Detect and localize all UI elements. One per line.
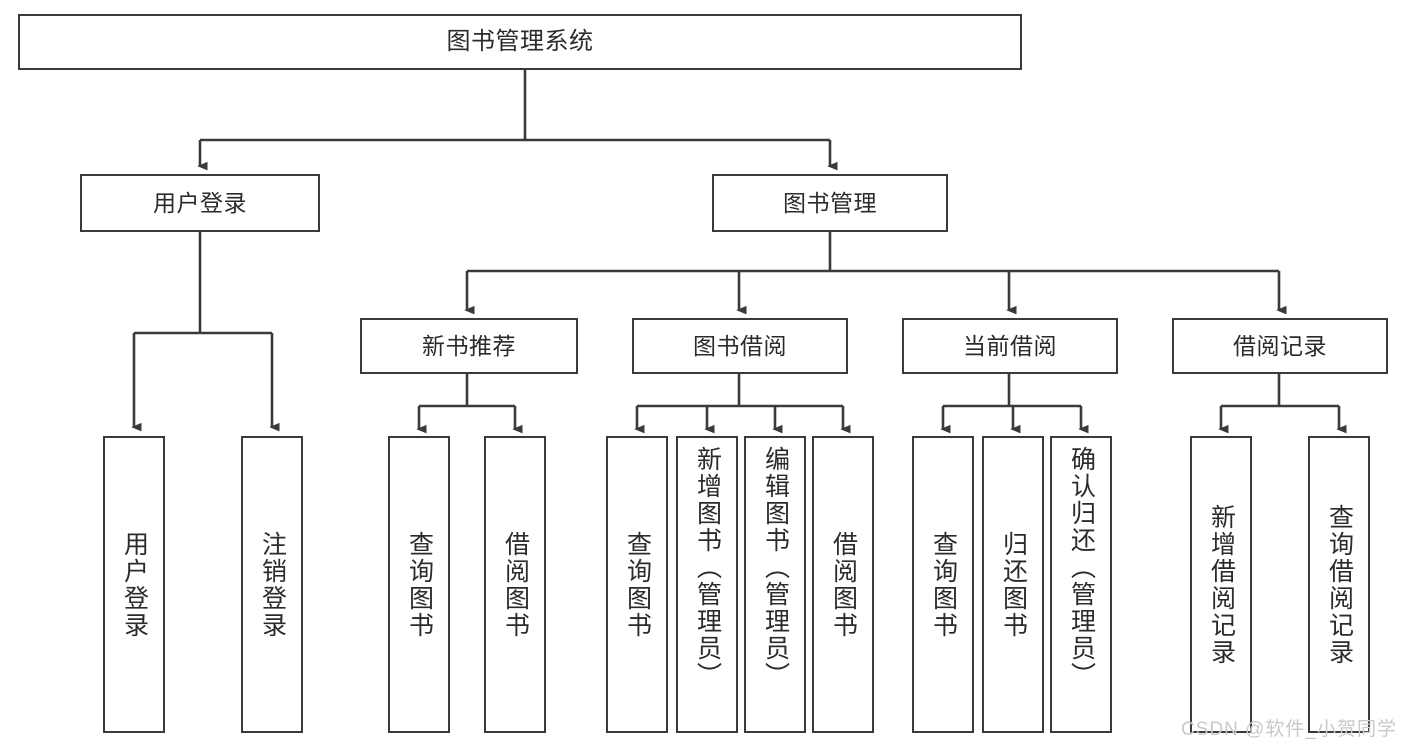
node-label-leaf-confirm-return-admin: 确认归还（管理员） — [1067, 446, 1096, 689]
node-user-login[interactable]: 用户登录 — [80, 174, 320, 232]
node-root-system[interactable]: 图书管理系统 — [18, 14, 1022, 70]
node-current-borrow[interactable]: 当前借阅 — [902, 318, 1118, 374]
node-label-book-borrow: 图书借阅 — [693, 332, 787, 359]
node-label-leaf-query-borrow-record: 查询借阅记录 — [1325, 503, 1354, 666]
node-label-leaf-query-book-newbook: 查询图书 — [405, 530, 434, 639]
node-leaf-confirm-return-admin[interactable]: 确认归还（管理员） — [1050, 436, 1112, 733]
node-leaf-query-book-newbook[interactable]: 查询图书 — [388, 436, 450, 733]
node-leaf-query-book-current[interactable]: 查询图书 — [912, 436, 974, 733]
node-label-leaf-add-borrow-record: 新增借阅记录 — [1207, 503, 1236, 666]
node-leaf-edit-book-admin[interactable]: 编辑图书（管理员） — [744, 436, 806, 733]
node-leaf-add-borrow-record[interactable]: 新增借阅记录 — [1190, 436, 1252, 733]
node-label-leaf-return-book: 归还图书 — [999, 530, 1028, 639]
node-label-user-login: 用户登录 — [153, 189, 247, 216]
node-leaf-user-login[interactable]: 用户登录 — [103, 436, 165, 733]
node-borrow-record[interactable]: 借阅记录 — [1172, 318, 1388, 374]
node-book-management[interactable]: 图书管理 — [712, 174, 948, 232]
node-label-root: 图书管理系统 — [446, 28, 594, 56]
node-label-leaf-query-book-borrow: 查询图书 — [623, 530, 652, 639]
node-leaf-query-borrow-record[interactable]: 查询借阅记录 — [1308, 436, 1370, 733]
node-leaf-borrow-book-borrow[interactable]: 借阅图书 — [812, 436, 874, 733]
node-label-book-management: 图书管理 — [783, 189, 877, 216]
node-leaf-query-book-borrow[interactable]: 查询图书 — [606, 436, 668, 733]
node-book-borrow[interactable]: 图书借阅 — [632, 318, 848, 374]
node-leaf-add-book-admin[interactable]: 新增图书（管理员） — [676, 436, 738, 733]
csdn-watermark: CSDN @软件_小贺同学 — [1181, 719, 1397, 740]
node-label-leaf-borrow-book-newbook: 借阅图书 — [501, 530, 530, 639]
node-label-leaf-user-login: 用户登录 — [120, 530, 149, 639]
node-leaf-return-book[interactable]: 归还图书 — [982, 436, 1044, 733]
node-leaf-logout[interactable]: 注销登录 — [241, 436, 303, 733]
node-new-book-recommend[interactable]: 新书推荐 — [360, 318, 578, 374]
node-label-leaf-query-book-current: 查询图书 — [929, 530, 958, 639]
node-label-borrow-record: 借阅记录 — [1233, 332, 1327, 359]
node-label-new-book-recommend: 新书推荐 — [422, 332, 516, 359]
node-label-current-borrow: 当前借阅 — [963, 332, 1057, 359]
node-label-leaf-borrow-book-borrow: 借阅图书 — [829, 530, 858, 639]
node-label-leaf-edit-book-admin: 编辑图书（管理员） — [761, 446, 790, 689]
node-label-leaf-add-book-admin: 新增图书（管理员） — [693, 446, 722, 689]
node-label-leaf-logout: 注销登录 — [258, 530, 287, 639]
node-leaf-borrow-book-newbook[interactable]: 借阅图书 — [484, 436, 546, 733]
